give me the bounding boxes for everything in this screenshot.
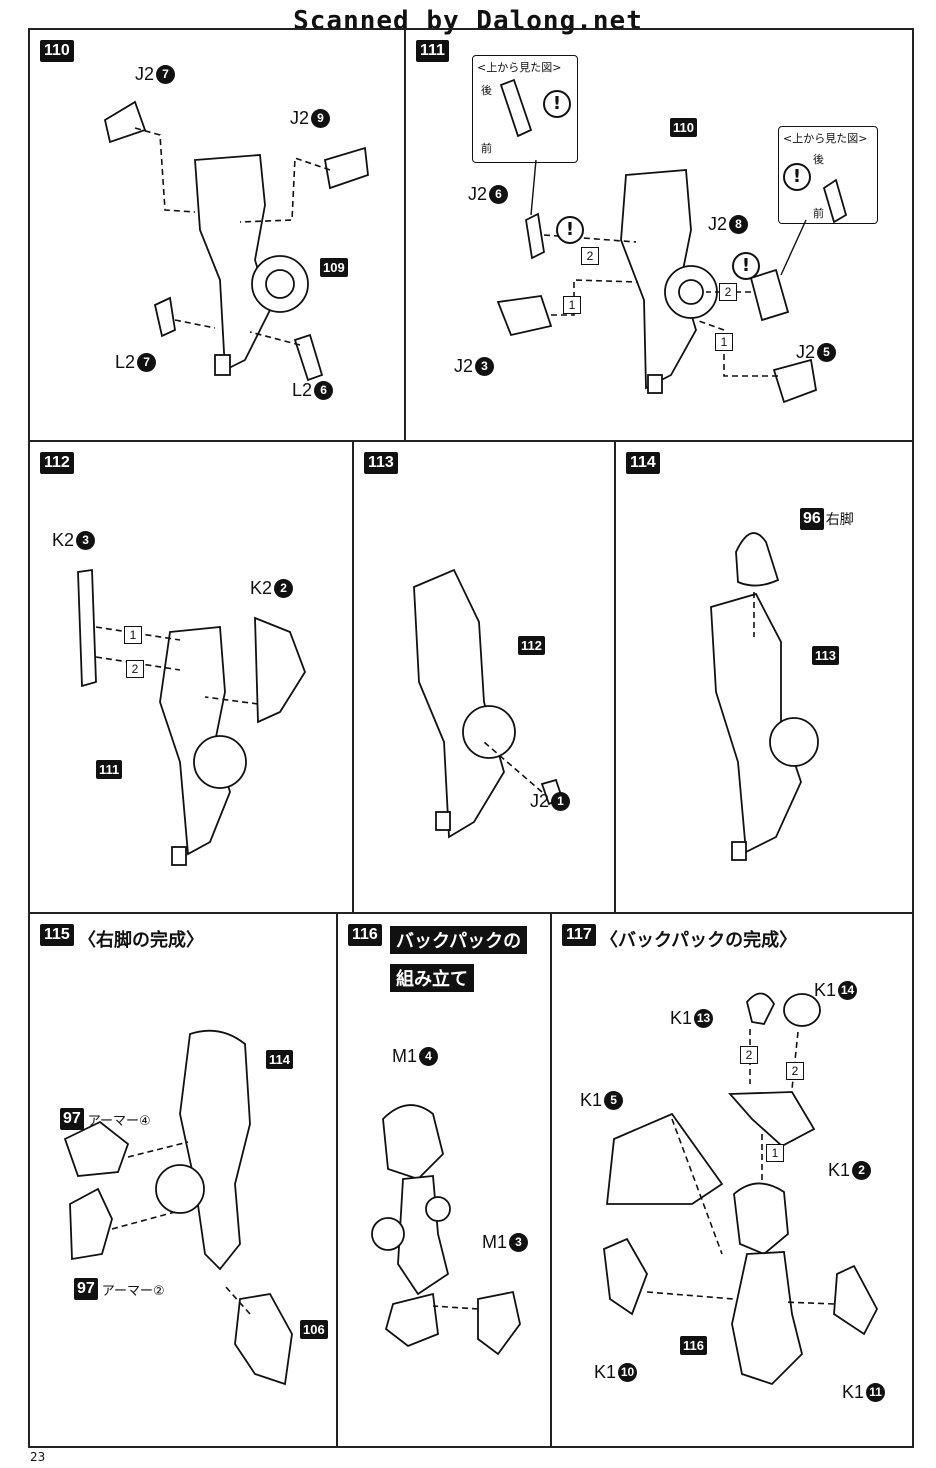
step-number: 112 <box>40 452 74 474</box>
ref-step-106: 106 <box>300 1320 328 1339</box>
ref-part-97: 97 <box>74 1278 98 1300</box>
warning-icon: ! <box>556 216 584 244</box>
step-116-illustration <box>371 1104 521 1356</box>
step-number: 111 <box>416 40 449 62</box>
ref-step-112: 112 <box>518 636 545 655</box>
step-number: 114 <box>626 452 660 474</box>
callout-front: 前 <box>813 207 824 220</box>
step-111-illustration <box>496 78 848 404</box>
order-marker-1: 1 <box>715 333 733 351</box>
step-number: 116 <box>348 924 382 946</box>
top-view-callout-1: <上から見た図> 後 前 ! <box>472 55 578 163</box>
step-title: 〈バックパックの完成〉 <box>600 930 798 951</box>
step-title-line-1: バックパックの <box>390 926 528 954</box>
order-marker-2: 2 <box>786 1062 804 1080</box>
order-marker-2: 2 <box>126 660 144 678</box>
step-113-illustration <box>413 568 564 839</box>
step-114-illustration <box>710 532 819 861</box>
step-number: 115 <box>40 924 74 946</box>
order-marker-2: 2 <box>740 1046 758 1064</box>
ref-step-109: 109 <box>320 258 348 277</box>
callout-front: 前 <box>481 142 492 155</box>
step-number: 110 <box>40 40 74 62</box>
page-number: 23 <box>30 1450 46 1464</box>
callout-back: 後 <box>813 153 824 166</box>
warning-icon: ! <box>783 163 811 191</box>
ref-step-111: 111 <box>96 760 123 779</box>
callout-back: 後 <box>481 84 492 97</box>
order-marker-2: 2 <box>719 283 737 301</box>
ref-part-96: 96 <box>800 508 824 530</box>
step-111-panel: 111 <上から見た図> 後 前 ! <上から見た図> 後 前 ! <box>404 28 914 442</box>
ref-step-114: 114 <box>266 1050 293 1069</box>
step-117-illustration <box>603 992 879 1386</box>
step-number: 113 <box>364 452 398 474</box>
step-number: 117 <box>562 924 596 946</box>
step-110-illustration <box>103 100 369 382</box>
ref-step-116: 116 <box>680 1336 707 1355</box>
step-115-illustration <box>63 1029 293 1386</box>
callout-title: <上から見た図> <box>783 132 868 145</box>
step-title: 〈右脚の完成〉 <box>78 930 204 951</box>
warning-icon: ! <box>543 90 571 118</box>
order-marker-1: 1 <box>766 1144 784 1162</box>
order-marker-2: 2 <box>581 247 599 265</box>
right-leg-label: 右脚 <box>825 511 854 527</box>
ref-part-97: 97 <box>60 1108 84 1130</box>
ref-step-113: 113 <box>812 646 839 665</box>
order-marker-1: 1 <box>563 296 581 314</box>
step-title-line-2: 組み立て <box>390 964 474 992</box>
ref-step-110: 110 <box>670 118 697 137</box>
watermark: Scanned by Dalong.net <box>293 6 643 36</box>
warning-icon: ! <box>732 252 760 280</box>
order-marker-1: 1 <box>124 626 142 644</box>
callout-title: <上から見た図> <box>477 61 562 74</box>
step-112-illustration <box>77 568 306 866</box>
top-view-callout-2: <上から見た図> 後 前 ! <box>778 126 878 224</box>
